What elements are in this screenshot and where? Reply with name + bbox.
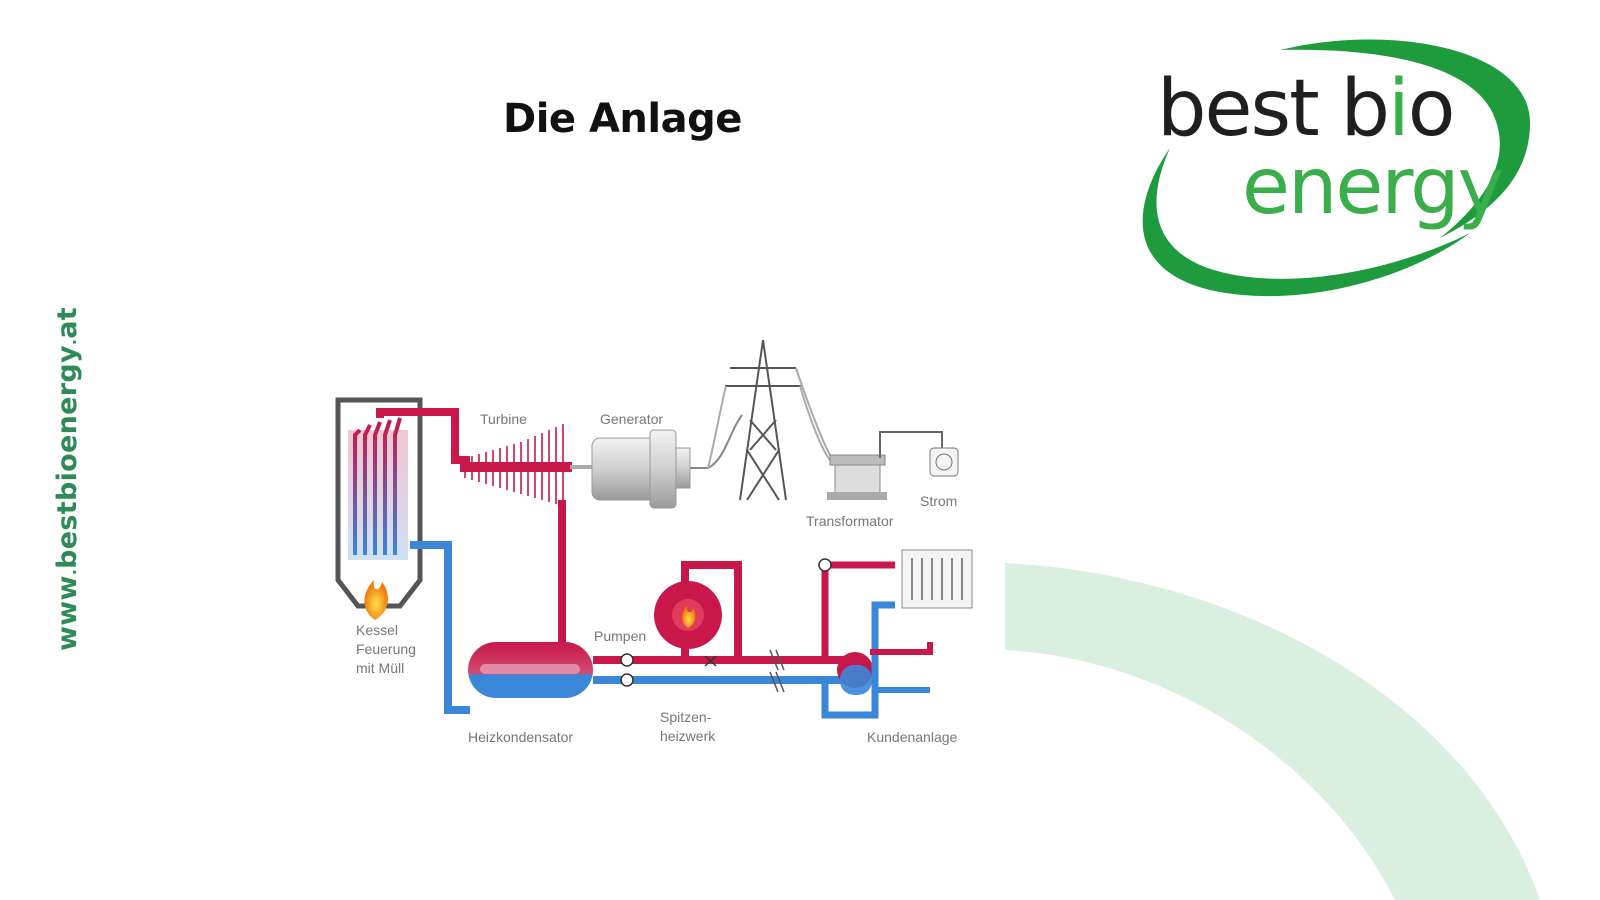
- heat-condenser: [468, 642, 593, 698]
- boiler-kessel: [335, 397, 423, 620]
- label-generator: Generator: [600, 411, 663, 427]
- flame-icon: [682, 606, 696, 628]
- label-heizkondensator: Heizkondensator: [468, 729, 573, 745]
- label-turbine: Turbine: [480, 411, 527, 427]
- label-pumpen: Pumpen: [594, 628, 646, 644]
- pump-icon: [818, 558, 832, 572]
- label-kundenanlage: Kundenanlage: [867, 729, 958, 745]
- company-logo: best bio energy: [1130, 28, 1550, 308]
- logo-text-best-bio: best bio: [1157, 64, 1455, 154]
- website-url-vertical: www.bestbioenergy.at: [52, 307, 83, 651]
- transformer: [827, 431, 943, 500]
- pump-icon: [620, 653, 634, 667]
- process-diagram: Turbine Generator Strom Transformator Ke…: [335, 339, 973, 745]
- generator: [591, 414, 743, 509]
- url-tld: at: [52, 307, 83, 339]
- power-socket-icon: [929, 447, 959, 477]
- label-transformator: Transformator: [806, 513, 894, 529]
- label-kessel-2: Feuerung: [356, 641, 416, 657]
- peak-heating-plant: [654, 561, 742, 667]
- radiator-icon: [901, 549, 973, 609]
- label-kessel-3: mit Müll: [356, 660, 404, 676]
- turbine: [460, 424, 595, 506]
- flame-icon: [364, 580, 388, 620]
- slide-title: Die Anlage: [503, 96, 742, 142]
- url-www: www: [52, 575, 83, 651]
- url-domain: bestbioenergy: [52, 345, 83, 569]
- logo-text-energy: energy: [1242, 142, 1504, 232]
- label-strom: Strom: [920, 493, 957, 509]
- label-spitzen-1: Spitzen-: [660, 709, 712, 725]
- pump-icon: [620, 673, 634, 687]
- label-kessel-1: Kessel: [356, 622, 398, 638]
- label-spitzen-2: heizwerk: [660, 728, 716, 744]
- power-pylon: [707, 339, 833, 501]
- customer-station: [818, 549, 973, 719]
